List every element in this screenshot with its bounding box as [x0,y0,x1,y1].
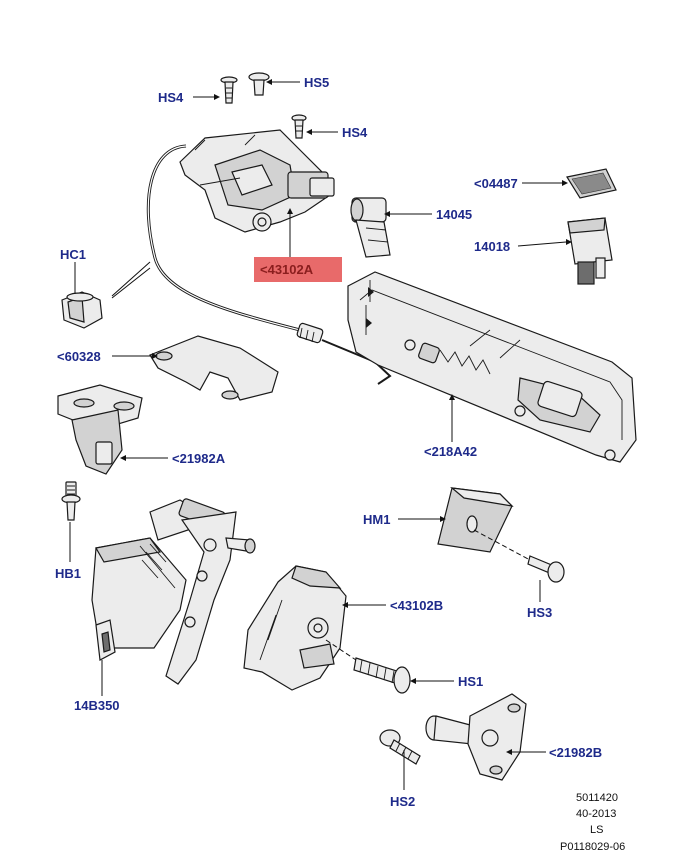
striker-bracket-21982A [57,384,143,475]
rail-spring [418,342,491,375]
connector-14045 [350,197,391,258]
linkage-assembly [141,498,256,685]
bolt-hs1 [353,657,411,694]
footer-line-1: 5011420 [576,792,618,804]
latch-43102B [243,565,347,691]
label-60328: <60328 [57,349,101,364]
switch-14018 [567,217,613,285]
actuator-motor-14B350 [91,537,187,661]
label-14b350: 14B350 [74,698,120,713]
bracket-60328 [149,335,279,401]
label-hs5: HS5 [304,75,329,90]
label-43102A: <43102A [260,262,314,277]
cable-clip-hc1 [61,291,103,329]
label-21982B: <21982B [549,745,602,760]
bolt-hs4-mid [291,114,307,139]
label-hs4-top: HS4 [158,90,184,105]
label-hb1: HB1 [55,566,81,581]
leader-lines [69,79,572,790]
bolt-hs5 [248,72,270,96]
latch-assembly-43102A [179,129,335,233]
actuator-rail-218A42 [347,271,637,463]
screw-hs3 [527,555,565,583]
label-hm1: HM1 [363,512,390,527]
label-hs2: HS2 [390,794,415,809]
label-43102B: <43102B [390,598,443,613]
footer-line-3: LS [590,824,603,836]
bolt-hs4-top [220,76,238,104]
label-04487: <04487 [474,176,518,191]
bolt-hs2 [379,729,421,765]
label-218A42: <218A42 [424,444,477,459]
label-hs1: HS1 [458,674,483,689]
label-hs4-mid: HS4 [342,125,368,140]
label-21982A: <21982A [172,451,226,466]
striker-21982B [425,693,527,781]
mount-block-hm1 [437,487,514,553]
label-14018: 14018 [474,239,510,254]
footer-line-4: P0118029-06 [560,841,625,853]
label-14045: 14045 [436,207,472,222]
label-hs3: HS3 [527,605,552,620]
label-hc1: HC1 [60,247,86,262]
footer-line-2: 40-2013 [576,808,616,820]
label-43102A-highlight [254,257,342,282]
pad-04487 [566,168,617,199]
bolt-hb1 [61,481,81,521]
cable-end-fitting [296,322,392,385]
